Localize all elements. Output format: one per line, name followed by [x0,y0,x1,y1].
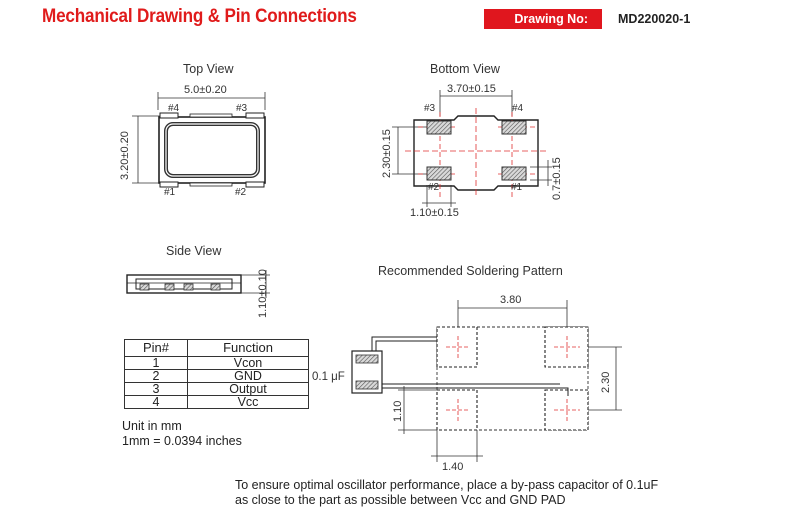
drawing-number-value: MD220020-1 [618,12,691,26]
pin-function: Vcon [187,356,309,370]
side-view-drawing [126,270,270,298]
soldering-pad-width-dim: 1.40 [442,461,464,473]
top-view-pin-4: #4 [168,103,180,114]
pin-number: 4 [124,395,188,409]
table-row: 1 Vcon [124,356,309,370]
bottom-view-row-dim: 2.30±0.15 [381,129,393,178]
soldering-pitch-dim: 3.80 [500,294,522,306]
bypass-capacitor-note: To ensure optimal oscillator performance… [235,478,658,508]
soldering-pattern-caption: Recommended Soldering Pattern [378,264,563,278]
units-note: Unit in mm 1mm = 0.0394 inches [122,419,242,449]
units-line-2: 1mm = 0.0394 inches [122,434,242,448]
page-title: Mechanical Drawing & Pin Connections [42,6,357,27]
top-view-height-dim: 3.20±0.20 [119,131,131,180]
pin-function-table: Pin# Function 1 Vcon 2 GND 3 Output 4 Vc… [124,339,309,409]
soldering-row-dim: 2.30 [600,371,612,393]
pin-number: 2 [124,369,188,383]
top-view-caption: Top View [183,62,234,76]
bottom-view-pad-height-dim: 0.7±0.15 [551,157,563,200]
top-view-pin-3: #3 [236,103,248,114]
soldering-pattern-drawing [351,300,622,462]
bottom-view-pad-width-dim: 1.10±0.15 [410,207,459,219]
top-view-pin-1: #1 [164,187,176,198]
pin-number: 1 [124,356,188,370]
pin-function: Output [187,382,309,396]
units-line-1: Unit in mm [122,419,182,433]
soldering-pad-height-dim: 1.10 [392,400,404,422]
bottom-view-pin-2: #2 [428,182,440,193]
footnote-line-2: as close to the part as possible between… [235,493,566,507]
table-row: 3 Output [124,382,309,396]
bottom-view-pin-4: #4 [512,103,524,114]
table-header-pin: Pin# [124,339,188,357]
table-row: 4 Vcc [124,395,309,409]
drawing-number-label: Drawing No: [484,9,602,29]
pin-function: Vcc [187,395,309,409]
bottom-view-caption: Bottom View [430,62,500,76]
top-view-drawing [132,92,266,188]
table-header-function: Function [187,339,309,357]
capacitor-label: 0.1 μF [312,371,345,383]
bottom-view-pitch-dim: 3.70±0.15 [447,83,496,95]
top-view-width-dim: 5.0±0.20 [184,84,227,96]
top-view-pin-2: #2 [235,187,247,198]
table-header-row: Pin# Function [124,339,309,357]
side-view-height-dim: 1.10±0.10 [257,269,269,318]
table-row: 2 GND [124,369,309,383]
footnote-line-1: To ensure optimal oscillator performance… [235,478,659,492]
bottom-view-pin-3: #3 [424,103,436,114]
side-view-caption: Side View [166,244,222,258]
pin-function: GND [187,369,309,383]
bottom-view-drawing [392,90,552,207]
pin-number: 3 [124,382,188,396]
bottom-view-pin-1: #1 [511,182,523,193]
